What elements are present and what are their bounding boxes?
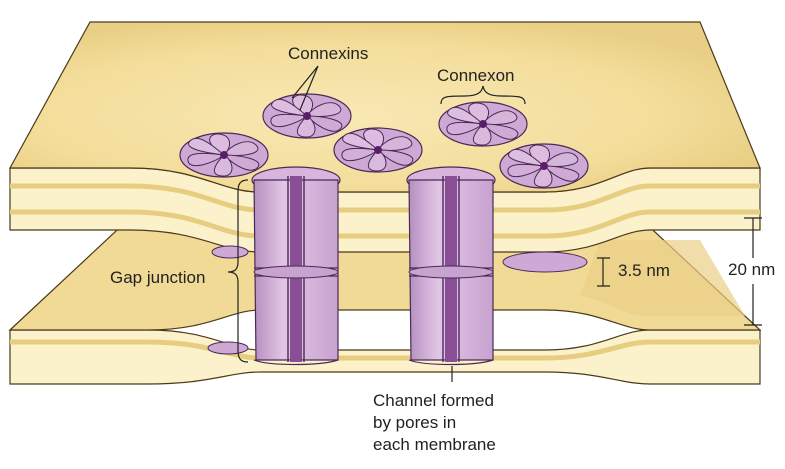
connexon-2 xyxy=(438,101,528,147)
connexon-3 xyxy=(179,132,269,178)
total-width-label: 20 nm xyxy=(728,260,776,279)
gap-width-marker xyxy=(597,257,610,287)
connexon-5 xyxy=(499,143,589,189)
gap-junction-label: Gap junction xyxy=(110,268,206,287)
channel-label: Channel formed by pores in each membrane xyxy=(373,390,496,456)
connexon-label: Connexon xyxy=(437,66,515,85)
channel-left xyxy=(251,166,341,366)
gap-width-label: 3.5 nm xyxy=(618,261,670,280)
connexon-1 xyxy=(262,93,352,139)
gap-junction-bracket xyxy=(227,179,249,363)
connexins-pointer xyxy=(291,65,319,111)
connexins-label: Connexins xyxy=(288,44,369,63)
channel-right xyxy=(406,166,496,366)
annotation-lines xyxy=(227,65,762,382)
channel-label-line-3: each membrane xyxy=(373,435,496,454)
connexon-bracket xyxy=(440,85,526,105)
channel-label-line-2: by pores in xyxy=(373,413,457,432)
total-width-marker xyxy=(744,217,762,326)
channel-label-line-1: Channel formed xyxy=(373,391,494,410)
connexon-4 xyxy=(333,127,423,173)
